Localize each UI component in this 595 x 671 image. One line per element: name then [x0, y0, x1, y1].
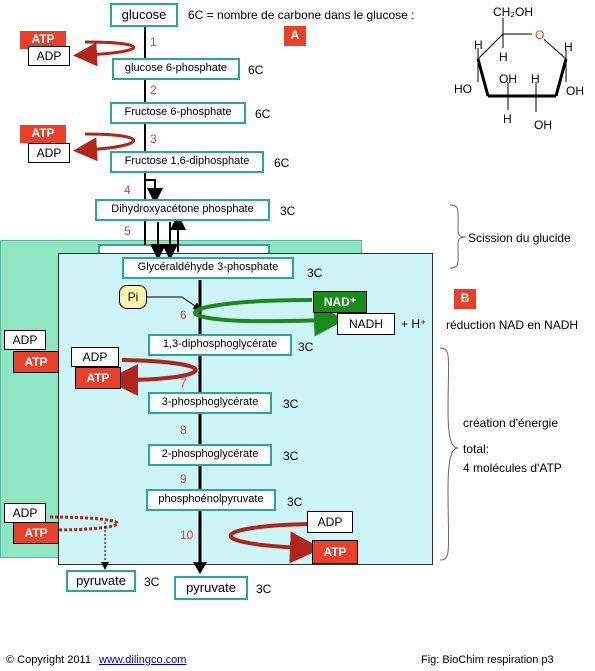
adp-box-10: ADP — [307, 511, 353, 533]
back-atp-arrow — [49, 515, 119, 532]
struct-ch2oh: CH₂OH — [493, 5, 533, 19]
label-b: B — [454, 289, 476, 309]
struct-h-1: H — [499, 50, 508, 64]
step-num-2: 2 — [150, 83, 157, 97]
pi-arrow — [146, 296, 202, 311]
atp-box-10: ATP — [312, 540, 358, 564]
back-adp-box-2: ADP — [4, 503, 46, 523]
step-num-5: 5 — [124, 224, 131, 238]
split-arrow-1 — [145, 179, 163, 204]
creation-label-2: total: — [463, 442, 490, 456]
carbons-pep: 3C — [287, 495, 303, 509]
atp-box-3: ATP — [20, 125, 66, 143]
label-a: A — [284, 26, 306, 46]
carbons-g6p: 6C — [248, 63, 264, 77]
carbons-3pg: 3C — [283, 397, 299, 411]
carbon-note: 6C = nombre de carbone dans le glucose : — [188, 8, 415, 22]
step-box-g3p: Glycéraldéhyde 3-phosphate — [122, 257, 294, 279]
adp-box-3: ADP — [28, 143, 70, 163]
scission-label: Scission du glucide — [468, 231, 571, 245]
atp-arrow-3 — [73, 132, 136, 162]
carbons-13bpg: 3C — [298, 340, 314, 354]
step-box-2pg: 2-phosphoglycérate — [148, 444, 272, 466]
struct-ho: HO — [454, 82, 472, 96]
brace-scission — [449, 204, 467, 269]
atp-arrow-10 — [228, 522, 322, 564]
step-num-1: 1 — [150, 35, 157, 49]
atp-box-1: ATP — [20, 31, 66, 49]
carbons-f6p: 6C — [255, 107, 271, 121]
step-box-f6p: Fructose 6-phosphate — [110, 102, 246, 124]
carbons-g3p: 3C — [307, 266, 323, 280]
adp-box-1: ADP — [28, 46, 70, 66]
step-num-8: 8 — [180, 423, 187, 437]
struct-ring-o: O — [535, 28, 545, 42]
back-pyruvate-box: pyruvate — [66, 570, 136, 592]
struct-h-3: H — [564, 40, 573, 54]
step-box-pyruvate: pyruvate — [174, 576, 248, 600]
carbons-f16dp: 6C — [274, 156, 290, 170]
footer-copyright: © Copyright 2011 — [6, 654, 91, 666]
struct-oh-3: OH — [534, 118, 552, 132]
footer-link[interactable]: www.dilingco.com — [99, 654, 187, 666]
adp-box-7: ADP — [71, 347, 119, 367]
glucose-box: glucose — [110, 3, 178, 27]
atp-arrow-1 — [73, 40, 136, 67]
creation-label-3: 4 molécules d'ATP — [463, 461, 562, 475]
nad-arrow — [193, 298, 346, 337]
struct-oh-1: OH — [499, 72, 517, 86]
brace-creation — [439, 347, 459, 561]
struct-h-2: H — [474, 38, 483, 52]
creation-label-1: création d'énergie — [463, 416, 559, 430]
step-num-10: 10 — [180, 528, 194, 542]
footer-fig: Fig: BioChim respiration p3 — [421, 654, 554, 666]
h-plus: + H⁺ — [401, 317, 427, 331]
pi-octagon: Pi — [119, 285, 147, 309]
back-atp-box-2: ATP — [13, 522, 59, 544]
atp-box-7: ATP — [75, 367, 121, 389]
reduction-label: réduction NAD en NADH — [446, 318, 579, 332]
carbons-2pg: 3C — [283, 449, 299, 463]
step-box-pep: phosphoénolpyruvate — [146, 489, 276, 511]
carbons-dhap: 3C — [280, 204, 296, 218]
step-num-9: 9 — [180, 472, 187, 486]
carbons-pyruvate: 3C — [256, 582, 272, 596]
back-atp-box-1: ATP — [13, 351, 59, 373]
back-pyruvate-carbons: 3C — [144, 575, 160, 589]
back-adp-box-1: ADP — [4, 330, 46, 350]
final-arrowhead — [193, 562, 207, 574]
step-num-7: 7 — [180, 376, 187, 390]
step-num-6: 6 — [180, 308, 187, 322]
step-box-13bpg: 1,3-diphosphoglycérate — [148, 334, 292, 356]
glucose-structure — [476, 18, 568, 112]
nad-box: NAD⁺ — [313, 291, 367, 313]
step-num-3: 3 — [150, 132, 157, 146]
step-num-4: 4 — [124, 183, 131, 197]
struct-h-5: H — [503, 112, 512, 126]
step-box-f16dp: Fructose 1,6-diphosphate — [110, 151, 264, 173]
step-box-dhap: Dihydroxyacétone phosphate — [95, 199, 270, 221]
struct-oh-2: OH — [566, 84, 584, 98]
struct-h-4: H — [531, 72, 540, 86]
step-box-g6p: glucose 6-phosphate — [112, 58, 240, 80]
step-box-3pg: 3-phosphoglycérate — [148, 392, 272, 414]
atp-arrow-7 — [106, 358, 198, 396]
nadh-box: NADH — [337, 313, 395, 335]
